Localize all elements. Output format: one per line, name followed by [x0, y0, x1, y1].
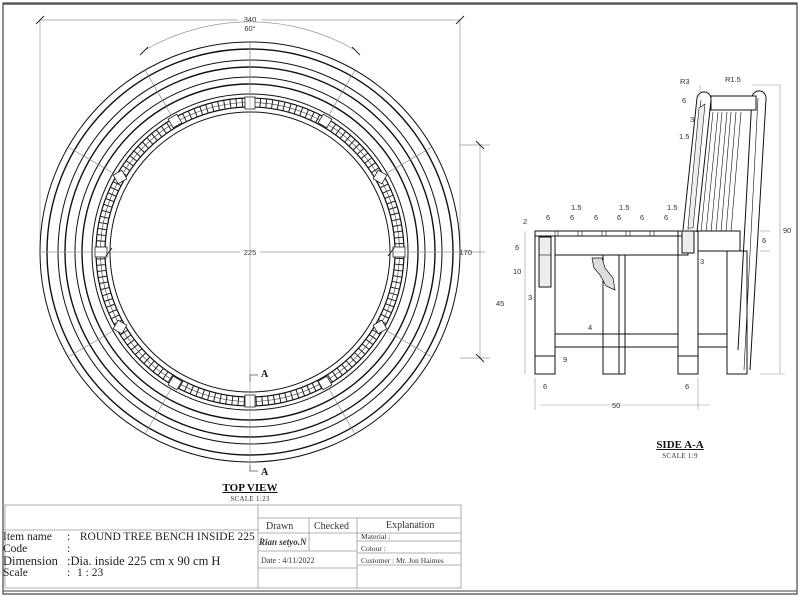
dim-r1-5: R1.5	[725, 75, 741, 84]
dim-rear-leg: 6	[685, 382, 689, 391]
dim-stretcher-height: 9	[563, 355, 567, 364]
dim-apron-upper: 6	[515, 243, 519, 252]
dim-rear-rail: 6	[762, 236, 766, 245]
dim-back-top: 6	[682, 96, 686, 105]
dim-slat-4: 6	[617, 213, 621, 222]
dim-340: 340	[244, 15, 257, 24]
dimension-value: Dia. inside 225 cm x 90 cm H	[70, 554, 221, 568]
dim-60-deg: 60°	[244, 24, 255, 33]
dim-rear-post: 3	[700, 257, 704, 266]
scale-label: Scale	[3, 567, 28, 579]
dim-gap-1: 1.5	[571, 203, 581, 212]
explanation-header: Explanation	[386, 520, 435, 531]
dimension-label: Dimension	[3, 554, 58, 568]
section-mark-a-top: A	[261, 369, 269, 380]
dim-slat-2: 6	[570, 213, 574, 222]
colour: Colour :	[361, 544, 386, 553]
dim-slat-6: 6	[664, 213, 668, 222]
side-view-scale: SCALE 1:9	[662, 452, 698, 460]
top-view-title: TOP VIEW	[222, 482, 278, 494]
material: Material :	[361, 532, 391, 541]
angle-arc	[144, 21, 356, 51]
dim-back-gap: 3	[690, 115, 694, 124]
section-mark-a-bottom: A	[261, 467, 269, 478]
dim-seat-top: 2	[523, 217, 527, 226]
drawn-date: Date : 4/11/2022	[261, 556, 315, 565]
top-view: 340 60°	[35, 14, 490, 478]
side-view-dims	[524, 84, 785, 410]
customer: Customer : Mr. Jon Haimes	[361, 556, 444, 565]
scale-value: 1 : 23	[77, 567, 104, 579]
side-view-title: SIDE A-A	[656, 439, 704, 451]
drawn-by: Rian setyo.N	[259, 537, 307, 547]
scale-row: Scale:1 : 23	[0, 567, 253, 579]
sep: :	[67, 531, 71, 543]
dim-r3: R3	[680, 77, 690, 86]
sep: :	[67, 543, 71, 555]
item-name-value: ROUND TREE BENCH INSIDE 225	[79, 531, 255, 543]
side-view	[534, 90, 767, 375]
item-name-row: Item name: ROUND TREE BENCH INSIDE 225	[0, 531, 255, 543]
checked-header: Checked	[314, 521, 349, 532]
item-name-label: Item name	[3, 531, 52, 543]
dim-depth: 50	[612, 401, 620, 410]
dim-170: 170	[459, 248, 472, 257]
side-view-labels: R3 R1.5 6 3 1.5 1.5 1.5 1.5 6 6 6 6 6 6 …	[496, 75, 791, 410]
code-label: Code	[3, 543, 28, 555]
dim-stretcher: 4	[588, 323, 592, 332]
sep: :	[67, 567, 71, 579]
dimension-row: Dimension:Dia. inside 225 cm x 90 cm H	[0, 554, 253, 568]
dim-slat-3: 6	[594, 213, 598, 222]
dim-back-slat: 1.5	[679, 132, 689, 141]
top-view-scale: SCALE 1:23	[230, 495, 270, 503]
dim-apron-lower: 10	[513, 267, 521, 276]
dim-gap-3: 1.5	[667, 203, 677, 212]
dim-seat-height: 45	[496, 299, 504, 308]
dim-apron-thk: 3	[528, 293, 532, 302]
drawn-header: Drawn	[266, 521, 294, 532]
sheet-border	[2, 2, 798, 595]
dim-front-leg: 6	[543, 382, 547, 391]
dim-total-height: 90	[783, 226, 791, 235]
dim-slat-5: 6	[640, 213, 644, 222]
back-slats	[700, 111, 742, 233]
dim-slat-1: 6	[546, 213, 550, 222]
dim-gap-2: 1.5	[619, 203, 629, 212]
code-row: Code:	[0, 543, 253, 555]
sep: :	[67, 554, 71, 568]
title-block-grid	[4, 504, 462, 589]
